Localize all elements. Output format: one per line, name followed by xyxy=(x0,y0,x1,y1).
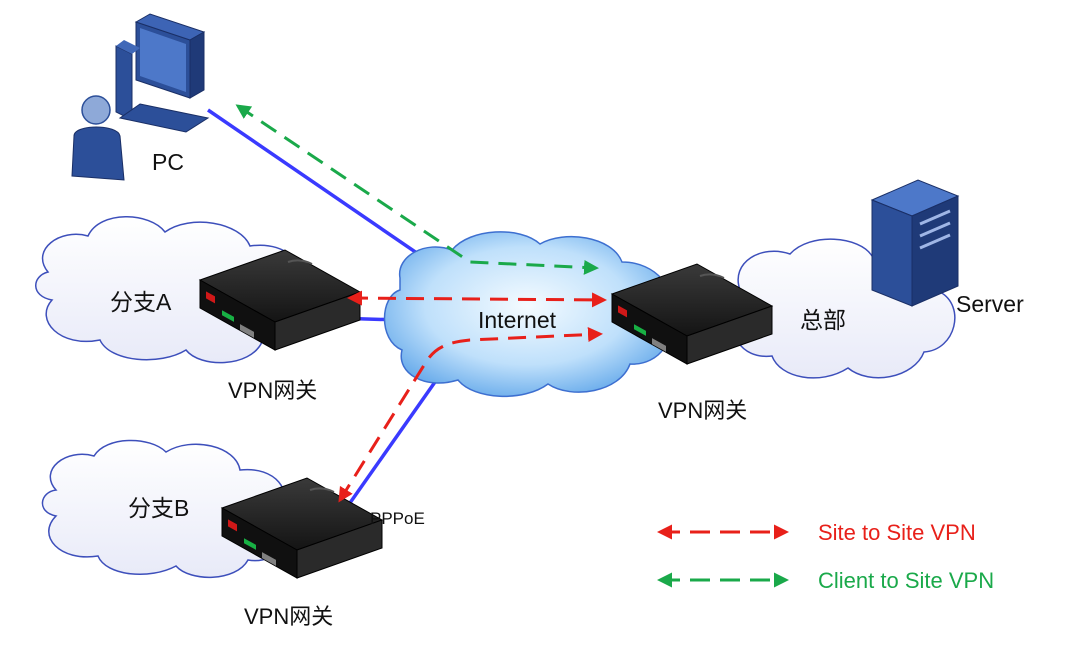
site-to-site-tunnels xyxy=(338,290,607,503)
hq-label: 总部 xyxy=(800,307,846,333)
gateway-a-label: VPN网关 xyxy=(228,378,317,403)
legend-item-site-to-site: Site to Site VPN xyxy=(657,520,976,545)
pppoe-label: PPPoE xyxy=(370,509,425,528)
link-branch-b-internet xyxy=(343,380,437,512)
server-icon xyxy=(870,179,960,307)
legend: Site to Site VPN Client to Site VPN xyxy=(657,520,994,593)
gateway-b-label: VPN网关 xyxy=(244,604,333,629)
internet-label: Internet xyxy=(478,307,557,333)
client-to-site-tunnel xyxy=(235,104,599,275)
branch-b-label: 分支B xyxy=(128,495,189,521)
server-label: Server xyxy=(956,291,1024,317)
legend-label-site-to-site: Site to Site VPN xyxy=(818,520,976,545)
legend-label-client-to-site: Client to Site VPN xyxy=(818,568,994,593)
legend-item-client-to-site: Client to Site VPN xyxy=(657,568,994,593)
pc-label: PC xyxy=(152,149,184,175)
branch-a-label: 分支A xyxy=(110,289,172,315)
pc-user-icon xyxy=(71,13,210,181)
gateway-hq-label: VPN网关 xyxy=(658,398,747,423)
